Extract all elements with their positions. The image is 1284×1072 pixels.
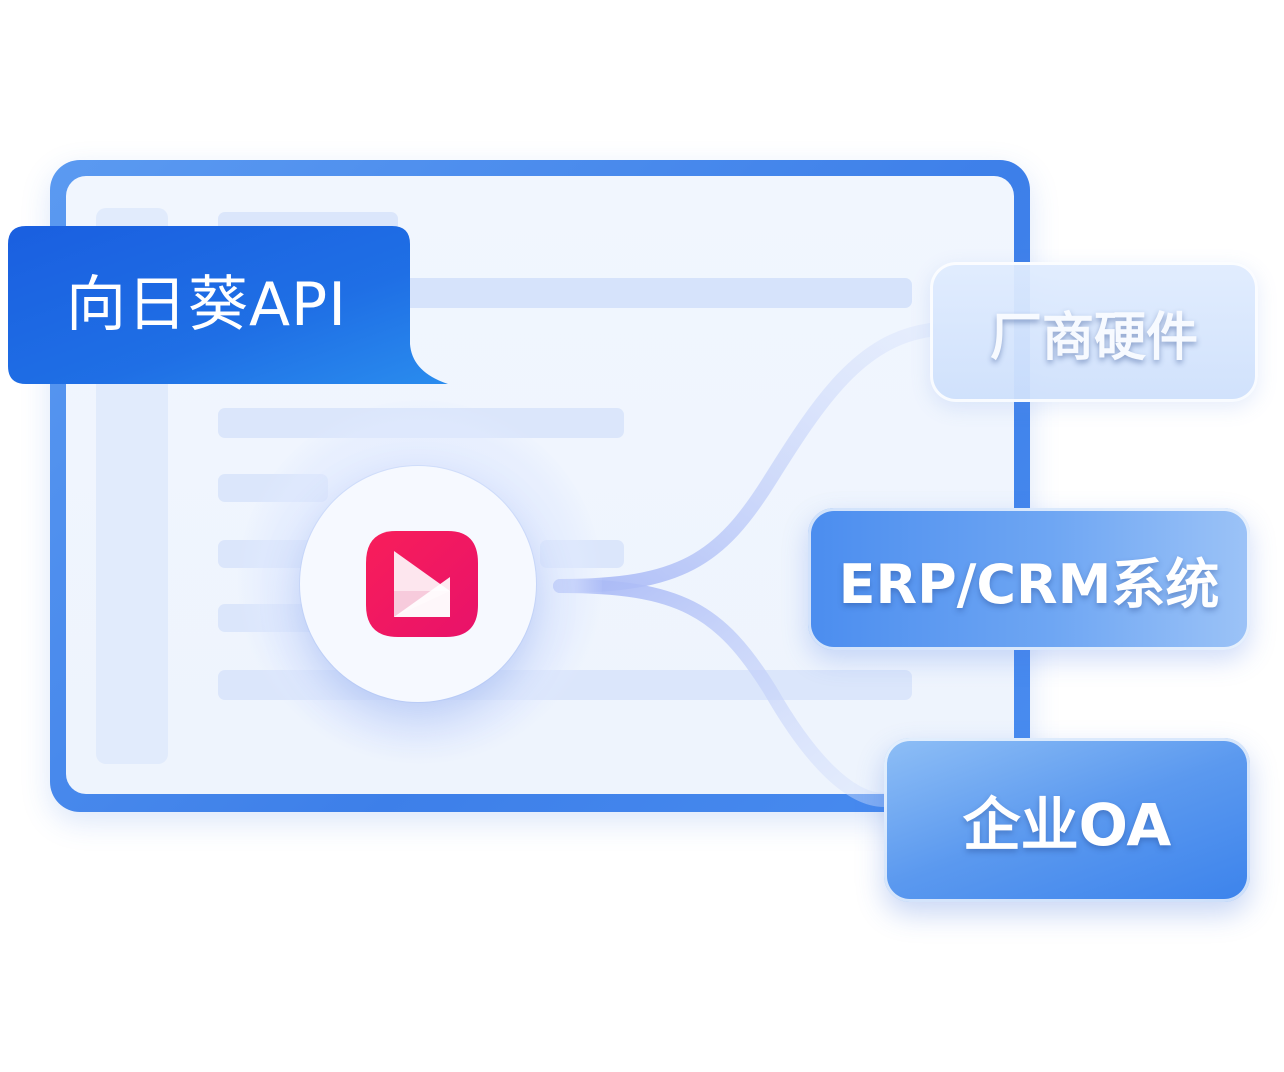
- sunlogin-logo-icon: [366, 531, 478, 637]
- api-badge: 向日葵API: [8, 226, 448, 386]
- target-hardware: 厂商硬件: [930, 262, 1258, 402]
- connector-to-oa: [553, 579, 891, 807]
- target-enterprise-oa: 企业OA: [884, 738, 1250, 902]
- skeleton-line: [400, 278, 912, 308]
- connector-to-hardware: [553, 323, 937, 593]
- api-badge-label: 向日葵API: [66, 270, 347, 340]
- target-erp-crm: ERP/CRM系统: [808, 508, 1250, 650]
- api-badge-shape: [8, 226, 448, 384]
